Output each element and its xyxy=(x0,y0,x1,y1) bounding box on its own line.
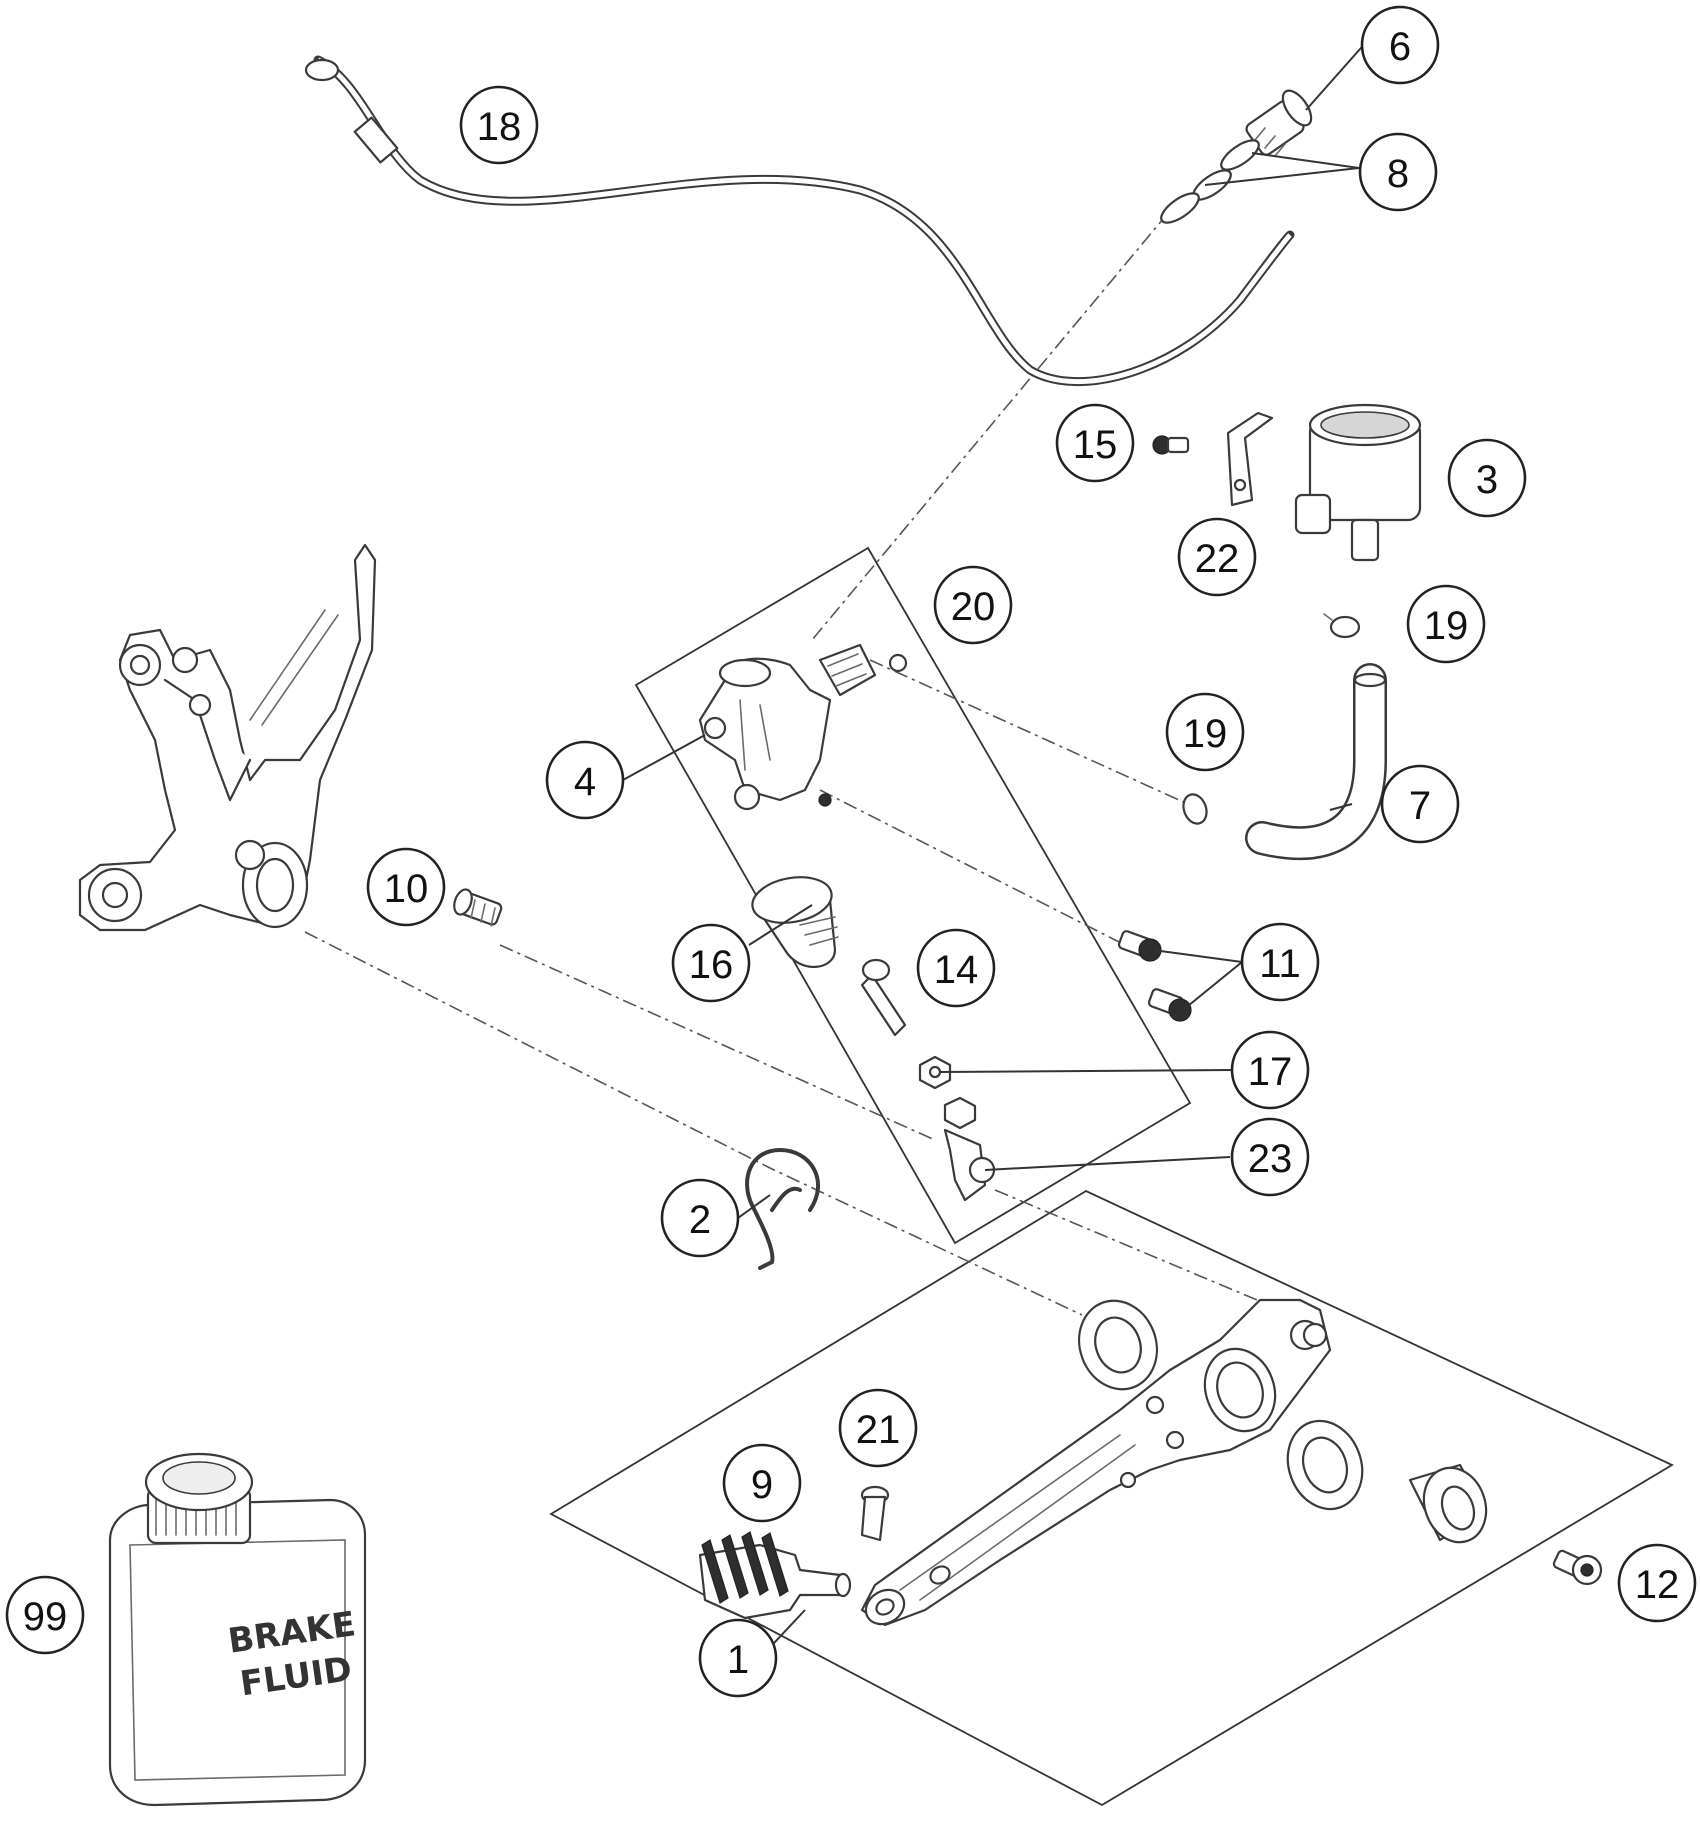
svg-text:22: 22 xyxy=(1195,537,1240,581)
svg-text:6: 6 xyxy=(1389,25,1411,69)
svg-text:20: 20 xyxy=(951,585,996,629)
callout-12: 12 xyxy=(1617,1543,1697,1623)
svg-text:2: 2 xyxy=(689,1198,711,1242)
svg-text:17: 17 xyxy=(1248,1050,1293,1094)
master-cylinder-4 xyxy=(698,657,832,811)
svg-text:11: 11 xyxy=(1259,942,1301,986)
callout-6: 6 xyxy=(1360,5,1440,85)
svg-text:18: 18 xyxy=(477,105,522,149)
callout-11: 11 xyxy=(1240,922,1320,1002)
piston-16 xyxy=(751,876,839,968)
svg-text:15: 15 xyxy=(1073,423,1118,467)
seal-ring-upper xyxy=(1078,1299,1158,1391)
screw-15 xyxy=(1152,435,1190,455)
clevis-23 xyxy=(943,1096,996,1202)
callout-18: 18 xyxy=(459,85,539,165)
callout-2: 2 xyxy=(660,1178,740,1258)
callout-4: 4 xyxy=(545,740,625,820)
svg-text:4: 4 xyxy=(574,760,596,804)
sealing-washers-8 xyxy=(1160,139,1260,224)
svg-text:14: 14 xyxy=(934,948,979,992)
callout-9: 9 xyxy=(722,1443,802,1523)
callout-15: 15 xyxy=(1055,403,1135,483)
svg-text:19: 19 xyxy=(1424,604,1469,648)
assembly-box-master-cylinder xyxy=(634,546,1192,1245)
boot-20 xyxy=(818,643,908,697)
callout-3: 3 xyxy=(1447,438,1527,518)
svg-text:9: 9 xyxy=(751,1463,773,1507)
reservoir-hose-7 xyxy=(1245,663,1387,861)
screw-10 xyxy=(453,888,503,927)
callout-8: 8 xyxy=(1358,132,1438,212)
svg-text:99: 99 xyxy=(23,1595,68,1639)
callout-99: 99 xyxy=(5,1575,85,1655)
seal-ring-lower xyxy=(1286,1419,1364,1511)
leader-lines xyxy=(622,39,1369,1659)
svg-text:3: 3 xyxy=(1476,458,1498,502)
banjo-bolt-6 xyxy=(1245,89,1313,157)
footrest-bracket xyxy=(78,543,377,932)
bolt-21 xyxy=(860,1485,890,1542)
assembly-box-brake-pedal xyxy=(549,1189,1674,1807)
callout-7: 7 xyxy=(1380,764,1460,844)
bushing xyxy=(1408,1463,1488,1544)
hose-clamp-19-lower xyxy=(1182,793,1208,825)
spring-2 xyxy=(745,1147,821,1270)
screws-11 xyxy=(1117,930,1192,1022)
brake-pedal-1 xyxy=(860,1298,1332,1627)
callout-19-lower: 19 xyxy=(1165,692,1245,772)
svg-text:16: 16 xyxy=(689,943,734,987)
adjuster-spring-9 xyxy=(698,1531,852,1620)
callout-19-upper: 19 xyxy=(1406,584,1486,664)
svg-text:1: 1 xyxy=(727,1638,749,1682)
bracket-22 xyxy=(1226,411,1274,507)
callout-14: 14 xyxy=(916,928,996,1008)
callout-23: 23 xyxy=(1230,1117,1310,1197)
svg-text:8: 8 xyxy=(1387,152,1409,196)
screw-12 xyxy=(1552,1549,1603,1586)
callout-21: 21 xyxy=(838,1388,918,1468)
callout-20: 20 xyxy=(933,565,1013,645)
brake-fluid-reservoir-3 xyxy=(1294,403,1422,562)
brake-hose-18 xyxy=(304,55,1295,387)
callout-10: 10 xyxy=(366,847,446,927)
callout-17: 17 xyxy=(1230,1030,1310,1110)
svg-text:7: 7 xyxy=(1409,784,1431,828)
svg-text:21: 21 xyxy=(856,1408,901,1452)
brake-fluid-bottle-99: BRAKE FLUID xyxy=(108,1452,367,1807)
svg-text:23: 23 xyxy=(1248,1137,1293,1181)
callout-22: 22 xyxy=(1177,517,1257,597)
pin-14 xyxy=(860,958,907,1037)
callout-1: 1 xyxy=(698,1618,778,1698)
hose-clamp-19-upper xyxy=(1323,613,1361,639)
assembly-lines xyxy=(304,212,1301,1319)
svg-text:10: 10 xyxy=(384,867,429,911)
svg-text:19: 19 xyxy=(1183,712,1228,756)
callout-16: 16 xyxy=(671,923,751,1003)
svg-text:12: 12 xyxy=(1635,1563,1680,1607)
